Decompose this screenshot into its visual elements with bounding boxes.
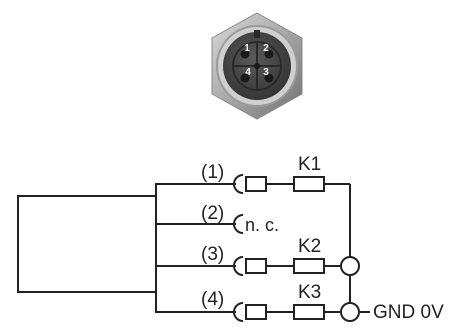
pin-2-number: 2	[263, 43, 269, 54]
led-k3-icon	[340, 302, 360, 322]
pin-label-1: (1)	[201, 162, 224, 183]
m12-connector-icon: 1 2 4 3	[211, 12, 303, 120]
pin-4-number: 4	[245, 67, 251, 78]
terminal-2-icon	[233, 214, 244, 234]
terminal-1-icon	[233, 174, 244, 194]
pin-2-icon	[264, 49, 274, 59]
pin-1-number: 1	[244, 43, 250, 54]
ground-label: GND 0V	[373, 302, 444, 323]
plug-3-icon	[245, 258, 267, 274]
contact-label-k1: K1	[298, 154, 321, 175]
pin-label-4: (4)	[201, 289, 224, 310]
contact-label-nc: n. c.	[245, 215, 279, 235]
pin-4-icon	[240, 73, 250, 83]
pin-3-number: 3	[263, 67, 269, 78]
wire-1	[155, 183, 236, 196]
contact-label-k2: K2	[298, 236, 321, 257]
resistor-k1-icon	[293, 176, 325, 192]
wire-4	[155, 292, 236, 313]
pin-1-icon	[240, 49, 250, 59]
resistor-k3-icon	[293, 304, 325, 320]
resistor-k2-icon	[293, 258, 325, 274]
pin-3-icon	[264, 73, 274, 83]
pin-label-3: (3)	[201, 244, 224, 265]
pin-label-2: (2)	[201, 203, 224, 224]
plug-4-icon	[245, 304, 267, 320]
terminal-3-icon	[233, 256, 244, 276]
device-box	[17, 195, 157, 293]
led-k2-icon	[340, 256, 360, 276]
terminal-4-icon	[233, 302, 244, 322]
contact-label-k3: K3	[298, 282, 321, 303]
plug-1-icon	[245, 176, 267, 192]
